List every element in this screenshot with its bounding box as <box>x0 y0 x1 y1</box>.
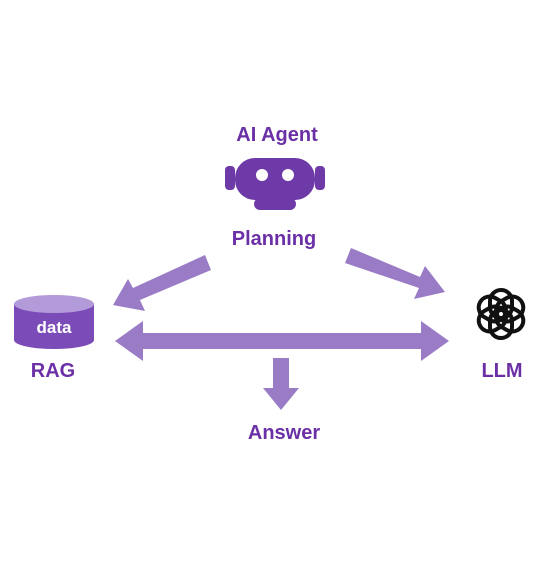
answer-label: Answer <box>247 422 321 444</box>
arrow-to-answer <box>263 358 299 410</box>
llm-label: LLM <box>481 360 523 382</box>
openai-logo-icon <box>476 288 526 340</box>
arrow-rag-llm-bidirectional <box>115 321 449 361</box>
database-label: data <box>36 318 72 337</box>
robot-icon <box>225 158 325 210</box>
agent-subtitle: Planning <box>231 228 317 250</box>
database-icon <box>14 295 94 349</box>
arrow-agent-to-rag <box>113 255 211 311</box>
arrow-agent-to-llm <box>345 248 445 299</box>
agent-title: AI Agent <box>236 124 318 146</box>
rag-label: RAG <box>30 360 76 382</box>
